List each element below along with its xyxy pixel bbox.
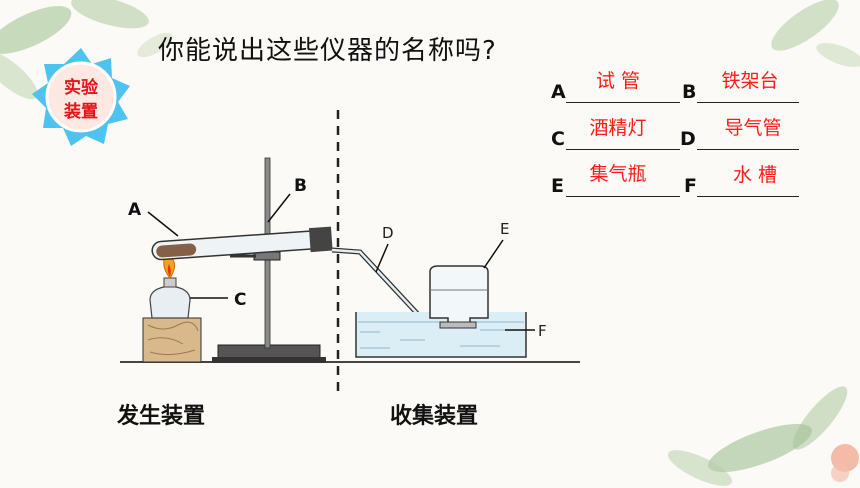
wooden-block (142, 317, 202, 363)
water-trough (355, 312, 527, 358)
gas-bottle (429, 265, 489, 327)
answer-e: 集气瓶 (589, 163, 647, 185)
label-d: D (382, 224, 394, 242)
badge-text-line1: 实验 (64, 78, 98, 98)
answer-line-c (566, 149, 680, 150)
answer-line-e (566, 196, 680, 197)
leaf-decoration-top-right (771, 0, 860, 68)
label-a: A (128, 200, 142, 220)
answer-d: 导气管 (724, 117, 782, 139)
answer-line-b (697, 102, 799, 103)
iron-stand-base (217, 344, 321, 359)
badge-text-line2: 装置 (64, 102, 98, 122)
answer-letter-f: F (684, 175, 697, 197)
label-b: B (294, 176, 307, 196)
left-caption: 发生装置 (117, 404, 206, 429)
answer-c: 酒精灯 (589, 117, 647, 139)
iron-stand-rod (264, 157, 271, 349)
test-tube (151, 226, 333, 261)
answer-line-a (566, 102, 680, 103)
leaf-decoration-top-left (0, 0, 173, 100)
answer-letter-b: B (682, 81, 697, 103)
answer-a: 试 管 (595, 70, 641, 92)
right-caption: 收集装置 (390, 404, 479, 429)
label-c: C (234, 290, 247, 310)
page-title: 你能说出这些仪器的名称吗? (158, 36, 497, 66)
answer-line-f (697, 196, 799, 197)
label-f: F (538, 322, 547, 340)
answer-letter-d: D (680, 128, 696, 150)
answer-f: 水 槽 (732, 164, 778, 186)
delivery-tube (331, 247, 478, 341)
label-e: E (500, 220, 510, 238)
alcohol-lamp (149, 285, 191, 319)
answer-letter-c: C (551, 128, 565, 150)
answer-b: 铁架台 (721, 70, 779, 92)
answer-letter-e: E (551, 175, 564, 197)
badge-star-icon (32, 48, 130, 146)
answer-line-d (697, 149, 799, 150)
leaf-decoration-bottom-right (667, 386, 859, 486)
section-badge: 实验 装置 (30, 46, 132, 148)
answer-letter-a: A (551, 81, 566, 103)
